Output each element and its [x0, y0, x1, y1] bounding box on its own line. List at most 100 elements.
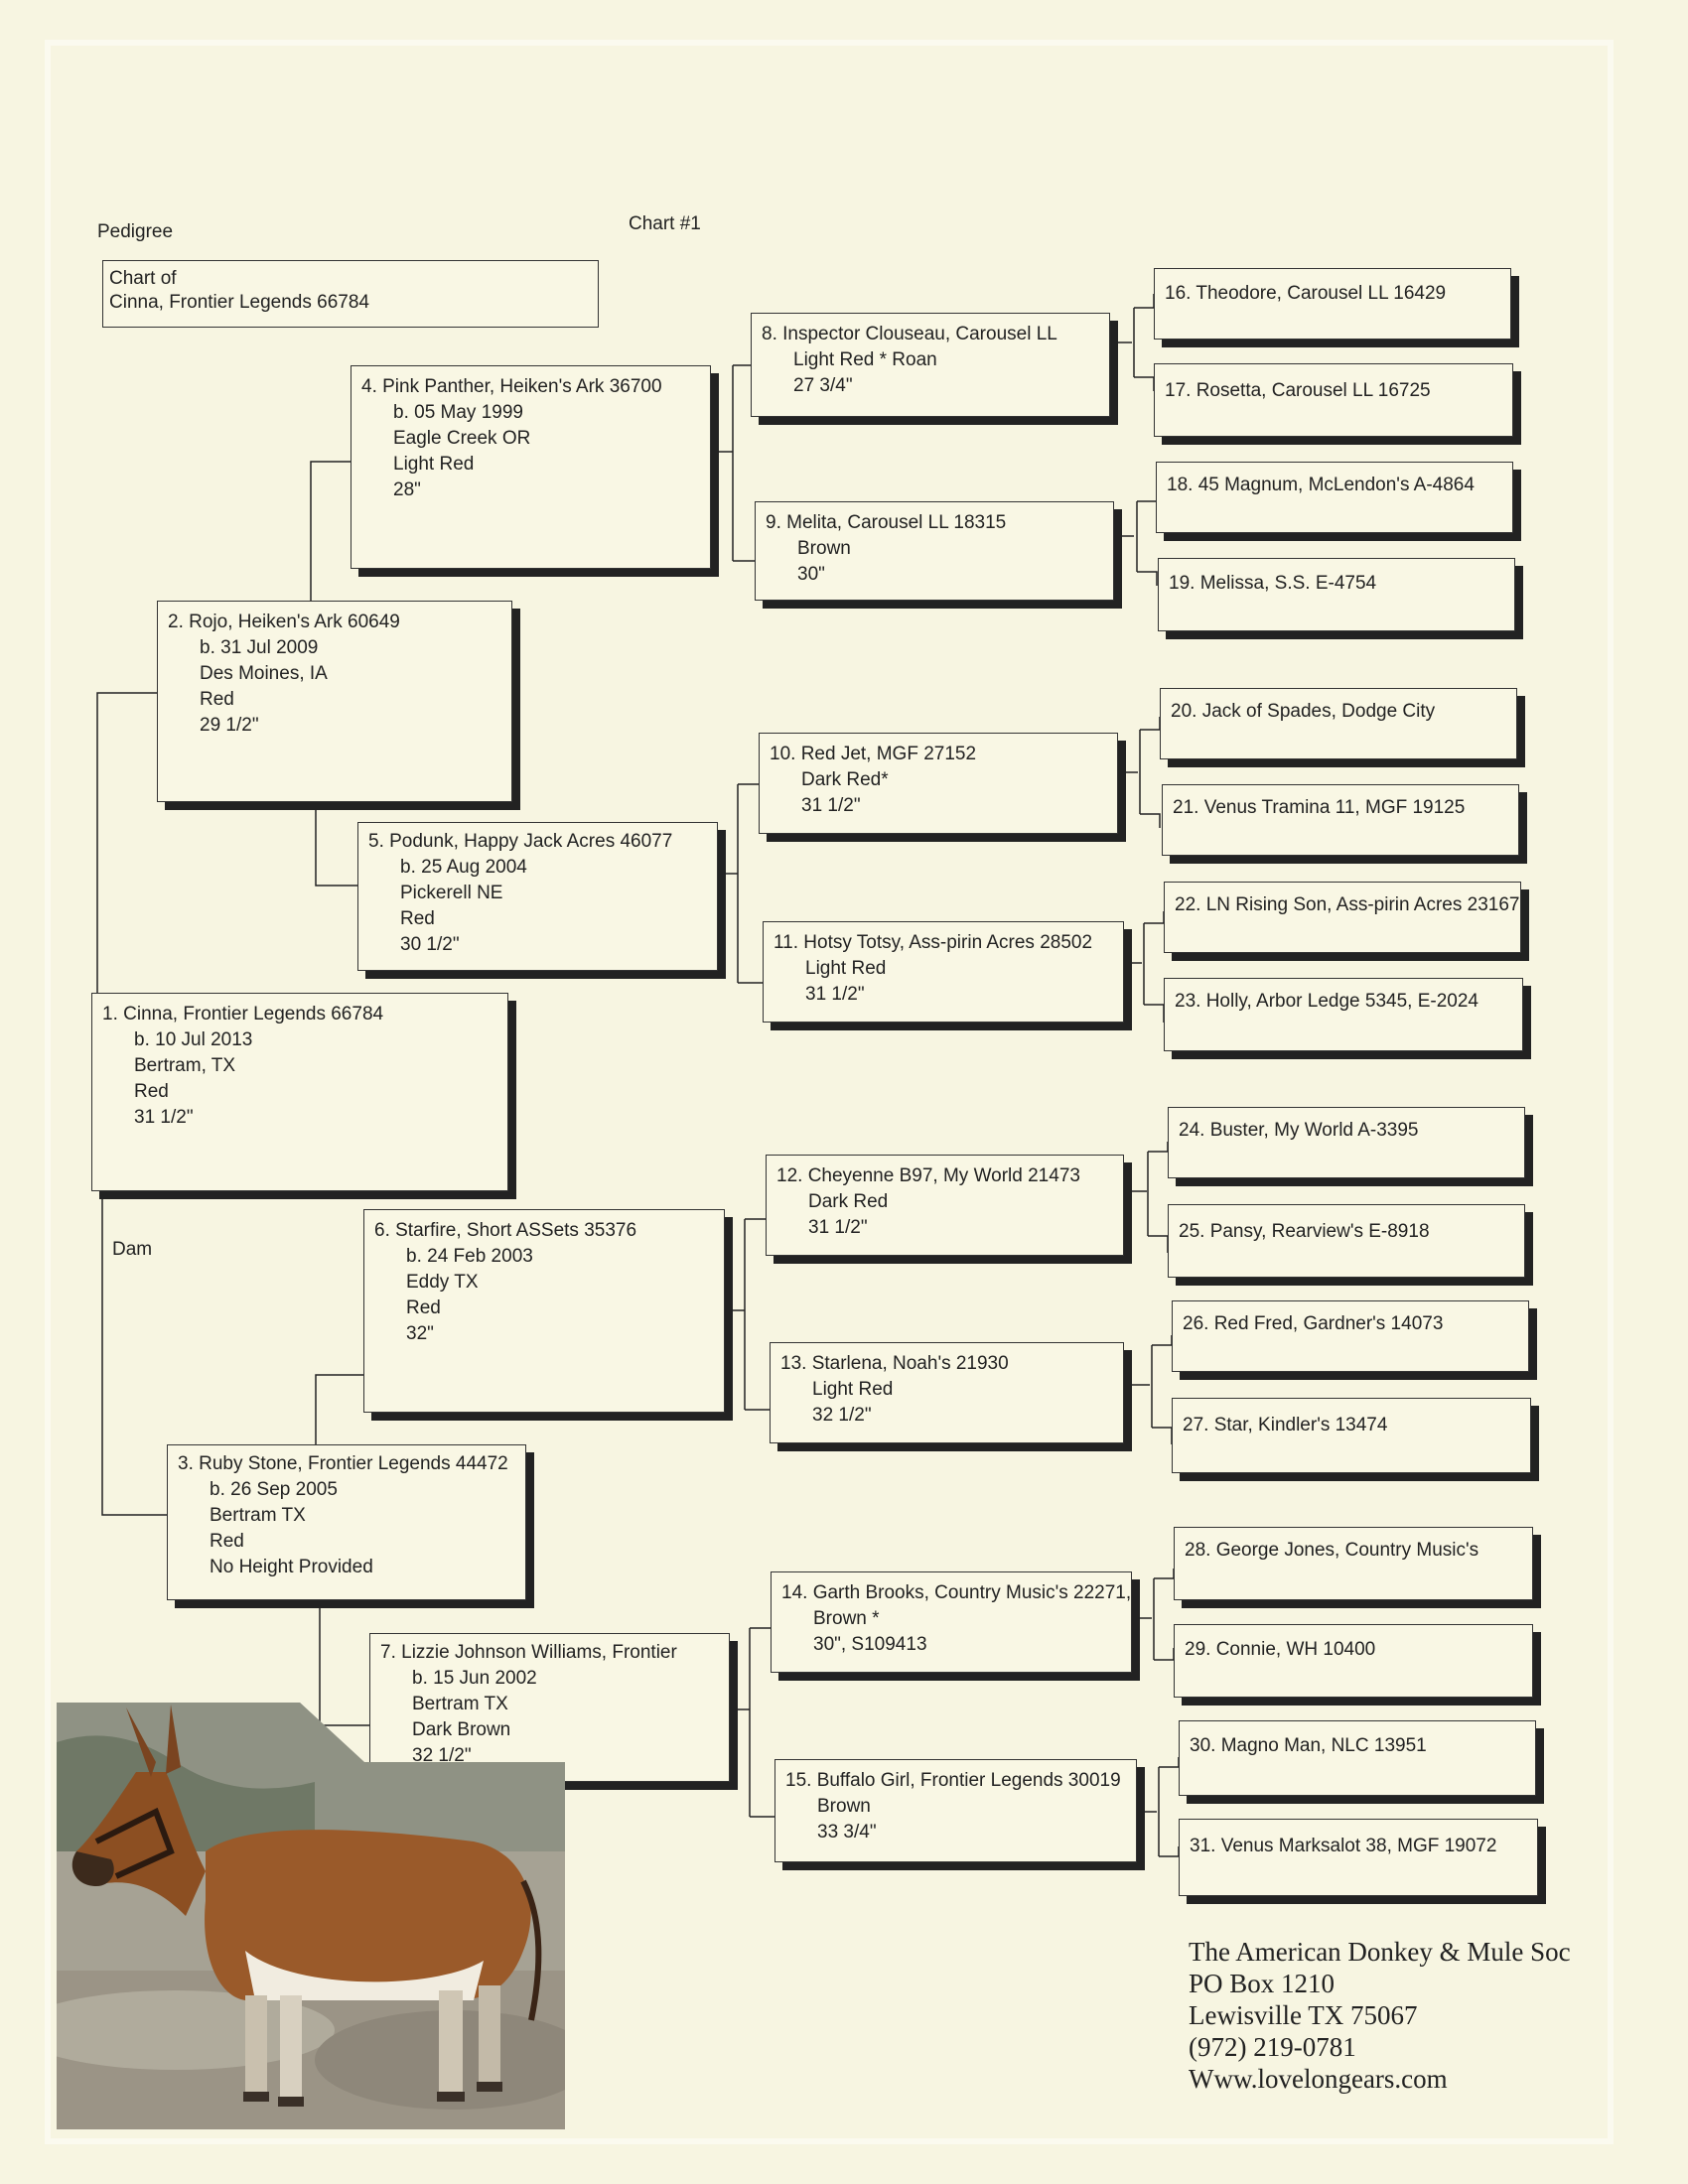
animal-19-box: 19. Melissa, S.S. E-4754: [1158, 558, 1515, 631]
animal-6-place: Eddy TX: [406, 1272, 479, 1293]
animal-18-name: 18. 45 Magnum, McLendon's A-4864: [1167, 475, 1475, 495]
animal-9-name: 9. Melita, Carousel LL 18315: [766, 512, 1007, 533]
animal-2-birth: b. 31 Jul 2009: [200, 637, 319, 658]
animal-7-birth: b. 15 Jun 2002: [412, 1668, 537, 1689]
animal-14-color: Brown *: [813, 1608, 880, 1629]
animal-4-box: 4. Pink Panther, Heiken's Ark 36700 b. 0…: [351, 365, 711, 569]
animal-3-birth: b. 26 Sep 2005: [210, 1479, 338, 1500]
animal-6-box: 6. Starfire, Short ASSets 35376 b. 24 Fe…: [363, 1209, 725, 1413]
animal-14-name: 14. Garth Brooks, Country Music's 22271,: [781, 1582, 1132, 1603]
animal-23-name: 23. Holly, Arbor Ledge 5345, E-2024: [1175, 991, 1478, 1012]
animal-15-height: 33 3/4": [817, 1822, 877, 1843]
animal-12-color: Dark Red: [808, 1191, 889, 1212]
animal-15-color: Brown: [817, 1796, 871, 1817]
animal-8-height: 27 3/4": [793, 375, 853, 396]
animal-26-box: 26. Red Fred, Gardner's 14073: [1172, 1300, 1529, 1372]
chart-of-label: Chart of: [109, 268, 177, 289]
chart-number: Chart #1: [629, 213, 701, 234]
animal-28-box: 28. George Jones, Country Music's: [1174, 1527, 1533, 1600]
animal-7-color: Dark Brown: [412, 1719, 511, 1740]
animal-26-name: 26. Red Fred, Gardner's 14073: [1183, 1313, 1444, 1334]
animal-20-box: 20. Jack of Spades, Dodge City: [1160, 688, 1517, 759]
animal-13-height: 32 1/2": [812, 1405, 872, 1426]
animal-25-box: 25. Pansy, Rearview's E-8918: [1168, 1204, 1525, 1278]
animal-24-box: 24. Buster, My World A-3395: [1168, 1107, 1525, 1178]
animal-16-box: 16. Theodore, Carousel LL 16429: [1154, 268, 1511, 340]
animal-30-box: 30. Magno Man, NLC 13951: [1179, 1720, 1536, 1796]
animal-7-height: 32 1/2": [412, 1745, 472, 1766]
animal-3-box: 3. Ruby Stone, Frontier Legends 44472 b.…: [167, 1444, 526, 1600]
animal-4-birth: b. 05 May 1999: [393, 402, 523, 423]
animal-10-box: 10. Red Jet, MGF 27152 Dark Red* 31 1/2": [759, 733, 1118, 834]
animal-6-height: 32": [406, 1323, 434, 1344]
animal-7-place: Bertram TX: [412, 1694, 508, 1714]
animal-17-name: 17. Rosetta, Carousel LL 16725: [1165, 380, 1431, 401]
animal-9-box: 9. Melita, Carousel LL 18315 Brown 30": [755, 501, 1114, 601]
animal-29-name: 29. Connie, WH 10400: [1185, 1639, 1376, 1660]
animal-3-place: Bertram TX: [210, 1505, 306, 1526]
animal-1-color: Red: [134, 1081, 169, 1102]
society-city: Lewisville TX 75067: [1189, 2000, 1418, 2030]
animal-3-height: No Height Provided: [210, 1557, 373, 1577]
animal-22-name: 22. LN Rising Son, Ass-pirin Acres 23167: [1175, 894, 1520, 915]
animal-1-name: 1. Cinna, Frontier Legends 66784: [102, 1004, 384, 1024]
animal-12-name: 12. Cheyenne B97, My World 21473: [776, 1165, 1080, 1186]
animal-4-place: Eagle Creek OR: [393, 428, 531, 449]
animal-11-name: 11. Hotsy Totsy, Ass-pirin Acres 28502: [774, 932, 1093, 953]
animal-7-box: 7. Lizzie Johnson Williams, Frontier b. …: [369, 1633, 730, 1782]
society-website: Www.lovelongears.com: [1189, 2064, 1448, 2094]
society-phone: (972) 219-0781: [1189, 2032, 1356, 2062]
animal-16-name: 16. Theodore, Carousel LL 16429: [1165, 283, 1447, 304]
animal-18-box: 18. 45 Magnum, McLendon's A-4864: [1156, 462, 1513, 533]
animal-15-box: 15. Buffalo Girl, Frontier Legends 30019…: [774, 1759, 1137, 1862]
animal-2-name: 2. Rojo, Heiken's Ark 60649: [168, 612, 400, 632]
animal-2-color: Red: [200, 689, 234, 710]
animal-9-color: Brown: [797, 538, 851, 559]
animal-1-place: Bertram, TX: [134, 1055, 236, 1076]
animal-13-color: Light Red: [812, 1379, 894, 1400]
animal-8-box: 8. Inspector Clouseau, Carousel LL Light…: [751, 313, 1110, 417]
animal-15-name: 15. Buffalo Girl, Frontier Legends 30019: [785, 1770, 1121, 1791]
animal-8-name: 8. Inspector Clouseau, Carousel LL: [762, 324, 1057, 344]
animal-21-name: 21. Venus Tramina 11, MGF 19125: [1173, 797, 1466, 818]
chart-of-box: Chart of Cinna, Frontier Legends 66784: [102, 260, 599, 328]
animal-14-box: 14. Garth Brooks, Country Music's 22271,…: [771, 1571, 1132, 1673]
animal-4-color: Light Red: [393, 454, 475, 475]
animal-5-color: Red: [400, 908, 435, 929]
animal-12-height: 31 1/2": [808, 1217, 868, 1238]
dam-label: Dam: [112, 1239, 153, 1260]
animal-5-place: Pickerell NE: [400, 883, 503, 903]
animal-2-height: 29 1/2": [200, 715, 259, 736]
animal-20-name: 20. Jack of Spades, Dodge City: [1171, 701, 1436, 722]
animal-2-box: 2. Rojo, Heiken's Ark 60649 b. 31 Jul 20…: [157, 601, 512, 802]
animal-10-color: Dark Red*: [801, 769, 889, 790]
animal-13-name: 13. Starlena, Noah's 21930: [780, 1353, 1009, 1374]
animal-17-box: 17. Rosetta, Carousel LL 16725: [1154, 363, 1513, 437]
animal-14-height: 30", S109413: [813, 1634, 927, 1655]
society-po-box: PO Box 1210: [1189, 1969, 1336, 1998]
animal-1-height: 31 1/2": [134, 1107, 194, 1128]
animal-5-name: 5. Podunk, Happy Jack Acres 46077: [368, 831, 673, 852]
donkey-photo: [57, 1703, 565, 2129]
animal-3-color: Red: [210, 1531, 244, 1552]
animal-23-box: 23. Holly, Arbor Ledge 5345, E-2024: [1164, 978, 1523, 1051]
animal-27-name: 27. Star, Kindler's 13474: [1183, 1415, 1388, 1435]
animal-11-height: 31 1/2": [805, 984, 865, 1005]
animal-7-name: 7. Lizzie Johnson Williams, Frontier: [380, 1642, 677, 1663]
animal-1-box: 1. Cinna, Frontier Legends 66784 b. 10 J…: [91, 993, 508, 1191]
animal-1-birth: b. 10 Jul 2013: [134, 1029, 253, 1050]
animal-30-name: 30. Magno Man, NLC 13951: [1190, 1735, 1427, 1756]
animal-24-name: 24. Buster, My World A-3395: [1179, 1120, 1419, 1141]
animal-4-name: 4. Pink Panther, Heiken's Ark 36700: [361, 376, 662, 397]
animal-22-box: 22. LN Rising Son, Ass-pirin Acres 23167: [1164, 882, 1521, 953]
society-address: The American Donkey & Mule Soc PO Box 12…: [1189, 1936, 1571, 2095]
animal-31-name: 31. Venus Marksalot 38, MGF 19072: [1190, 1836, 1497, 1856]
animal-19-name: 19. Melissa, S.S. E-4754: [1169, 573, 1377, 594]
animal-10-name: 10. Red Jet, MGF 27152: [770, 744, 977, 764]
animal-4-height: 28": [393, 479, 421, 500]
animal-5-birth: b. 25 Aug 2004: [400, 857, 527, 878]
chart-of-name: Cinna, Frontier Legends 66784: [109, 292, 369, 313]
animal-13-box: 13. Starlena, Noah's 21930 Light Red 32 …: [770, 1342, 1124, 1443]
animal-11-color: Light Red: [805, 958, 887, 979]
animal-27-box: 27. Star, Kindler's 13474: [1172, 1398, 1531, 1473]
